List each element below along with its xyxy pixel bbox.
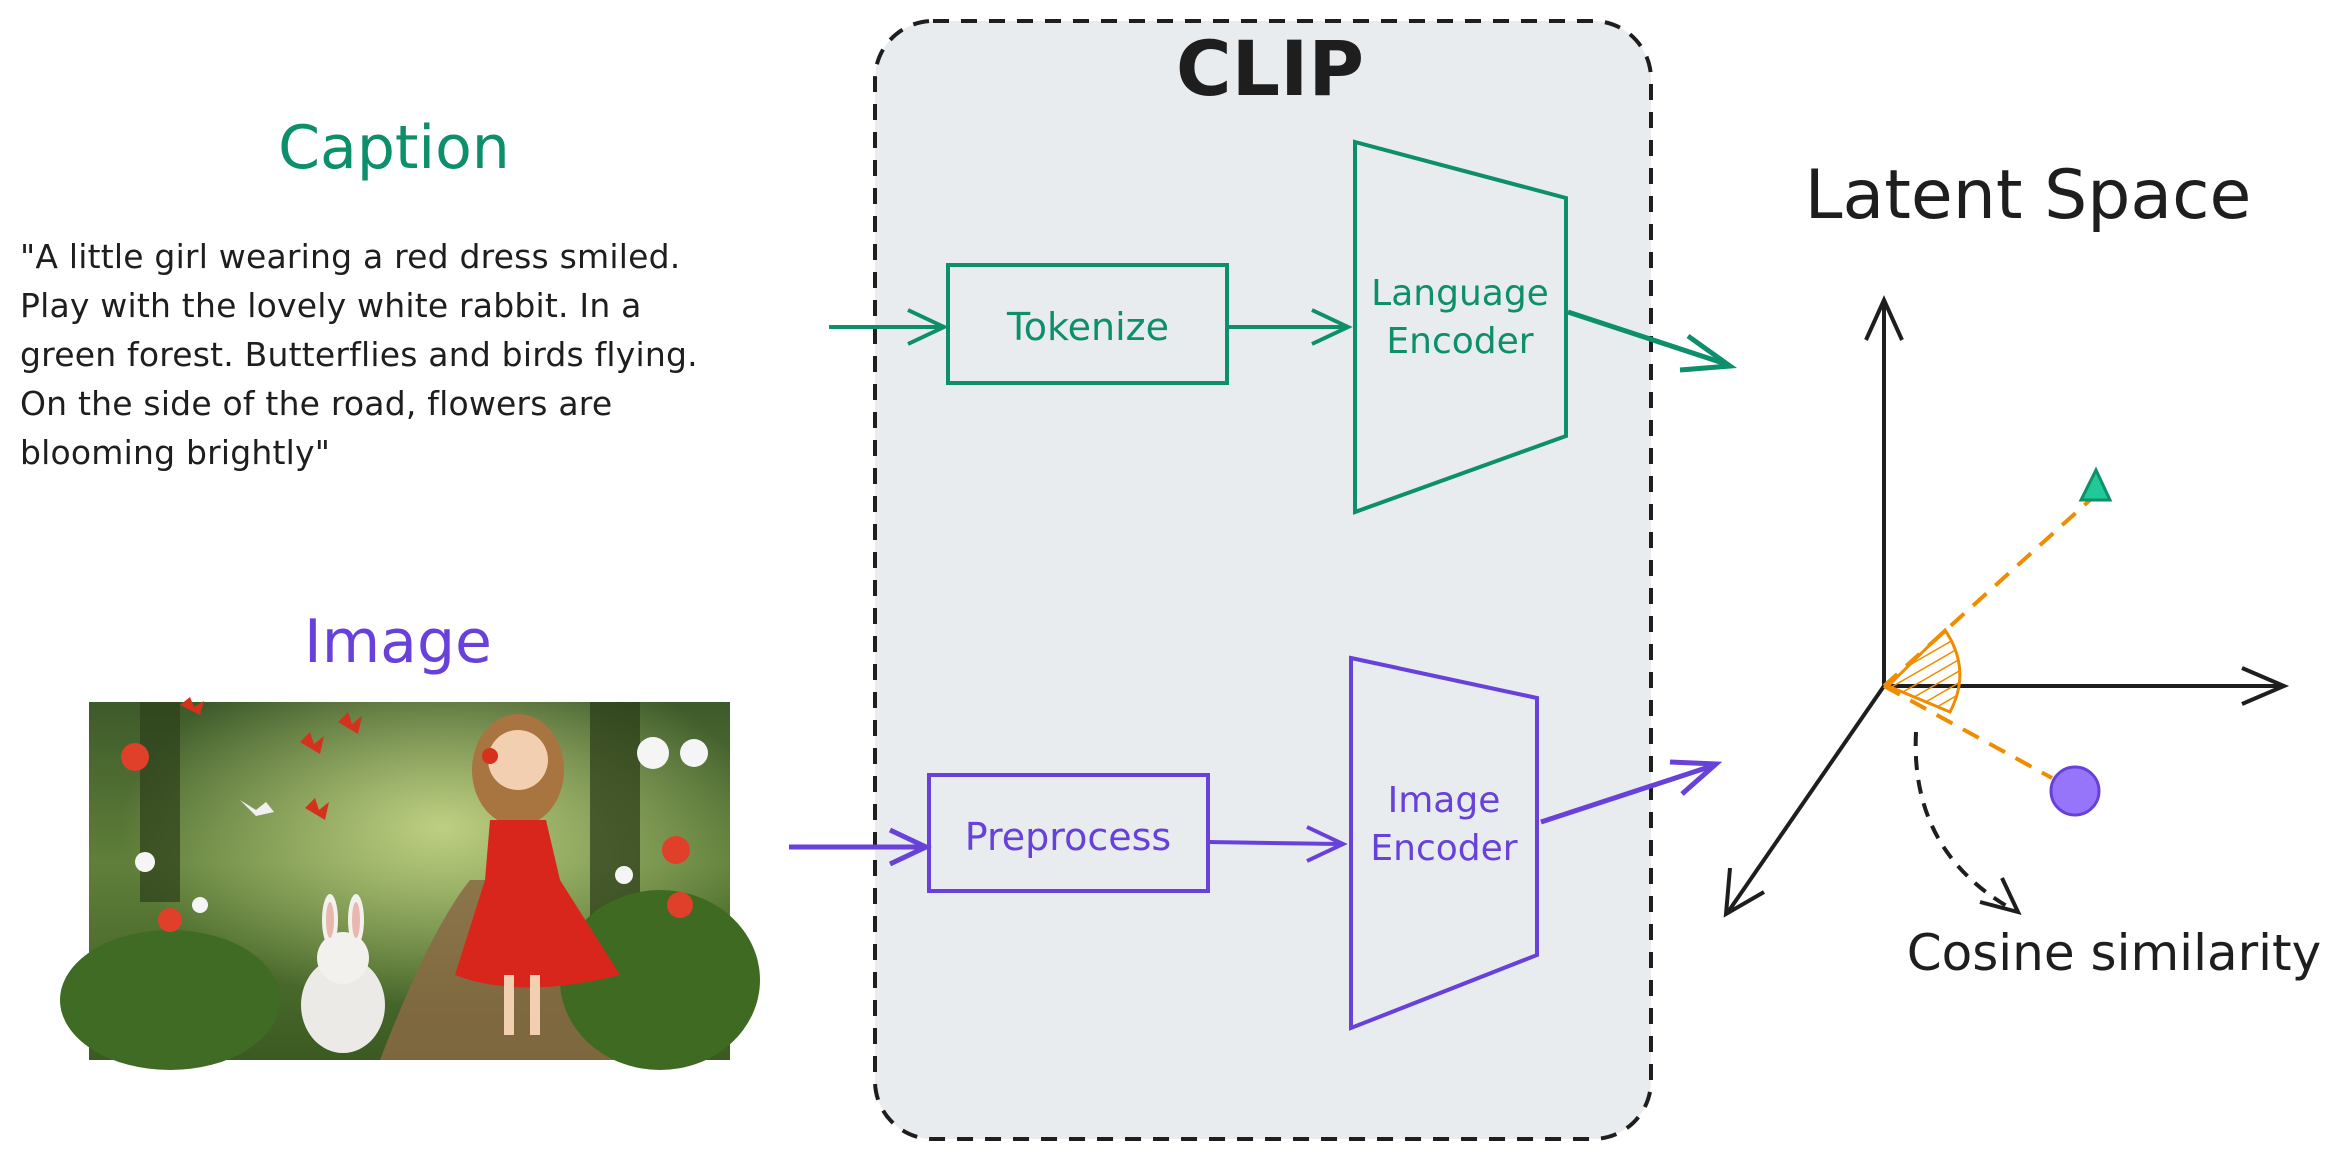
preprocess-box [927,773,1210,893]
image-pipeline: Preprocess Image Encoder [789,655,1723,1031]
language-encoder-label-line2: Encoder [1386,321,1533,362]
caption-text: "A little girl wearing a red dress smile… [20,232,860,477]
z-axis-arrowhead [1723,867,1766,918]
preprocess-to-encoder-arrowhead [1306,825,1348,863]
text-embedding-point [2078,466,2113,502]
image-to-preprocess-arrowhead [888,827,932,867]
clip-container [873,19,1653,1141]
x-axis-arrowhead [2241,666,2290,706]
latent-space: Latent Space Cosine similarity [1723,156,2322,982]
caption-heading: Caption [278,113,510,183]
cosine-similarity-pointer-arrowhead [1979,877,2022,916]
image-encoder-output-arrow [1540,763,1713,825]
cosine-angle-wedge [1885,627,1962,714]
image-encoder-label-line1: Image [1388,780,1501,821]
image-embedding-point [2049,765,2101,817]
tokenize-label: Tokenize [1006,305,1169,349]
caption-to-tokenize-arrowhead [907,308,949,346]
caption-line: blooming brightly" [20,433,331,472]
y-axis-arrowhead [1864,295,1904,341]
tokenize-to-encoder-arrowhead [1311,308,1353,346]
language-encoder-output-arrow [1567,309,1727,367]
cosine-similarity-pointer [1913,731,2012,910]
image-encoder-label-line2: Encoder [1370,828,1517,869]
cosine-similarity-label: Cosine similarity [1907,924,2322,982]
language-encoder-trapezoid [1353,139,1568,515]
tokenize-box [946,263,1229,385]
language-encoder-label-line1: Language [1371,273,1549,314]
language-encoder-output-arrowhead [1679,333,1738,373]
image-vector [1883,684,2053,780]
image-encoder-output-arrowhead [1669,759,1723,796]
caption-photo [60,697,760,1070]
image-heading: Image [304,607,492,677]
image-encoder-trapezoid [1349,655,1539,1031]
caption-line: On the side of the road, flowers are [20,384,613,423]
latent-space-title: Latent Space [1805,156,2252,235]
caption-line: "A little girl wearing a red dress smile… [20,237,681,276]
preprocess-to-encoder-arrow [1207,840,1340,846]
clip-title: CLIP [1176,24,1364,113]
caption-line: green forest. Butterflies and birds flyi… [20,335,698,374]
preprocess-label: Preprocess [965,815,1171,859]
caption-line: Play with the lovely white rabbit. In a [20,286,642,325]
z-axis [1726,684,1886,914]
text-pipeline: Tokenize Language Encoder [829,139,1738,515]
